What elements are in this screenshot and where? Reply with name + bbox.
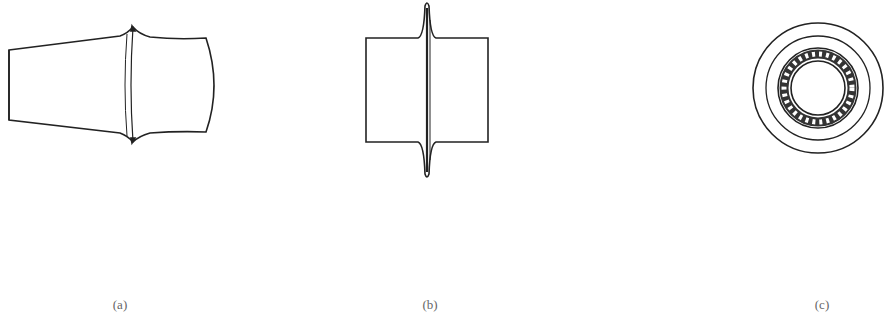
spool-end-view-c: [753, 23, 883, 153]
spool-side-view-a: [9, 26, 214, 143]
spool-side-view-b: [366, 3, 488, 177]
figure-label: (b): [422, 297, 437, 313]
figure-label: (c): [815, 297, 829, 313]
figure-label: (a): [113, 297, 127, 313]
